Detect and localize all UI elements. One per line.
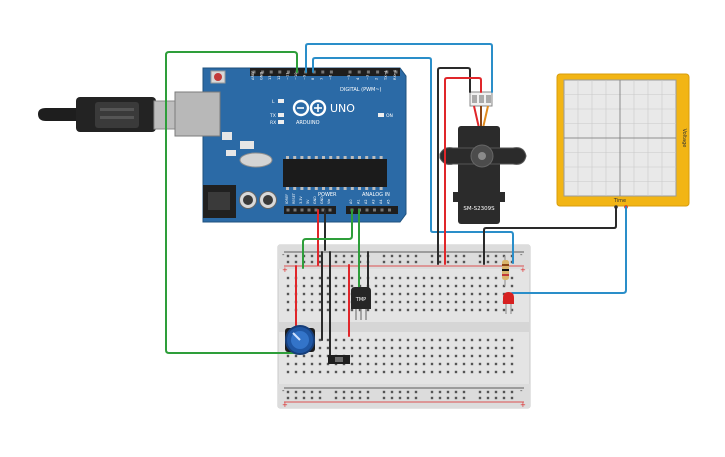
usb-cable[interactable]: [38, 97, 204, 132]
digital-pin-label: 8: [311, 77, 315, 80]
potentiometer[interactable]: [285, 325, 315, 355]
digital-pin-label: 7: [320, 78, 324, 80]
wire-black-scope[interactable]: [483, 206, 617, 265]
rx-label: RX: [270, 120, 276, 126]
analog-pin-label: A3: [372, 200, 376, 204]
digital-pin-label: ~11: [285, 72, 289, 80]
oscilloscope[interactable]: Time Voltage: [556, 73, 690, 209]
analog-pin-label: A4: [379, 200, 383, 204]
wires[interactable]: [165, 43, 627, 359]
digital-pin-label: 2: [375, 78, 379, 80]
digital-pin-label: GND: [260, 72, 264, 80]
power-pin-label: GND: [320, 196, 324, 204]
resistor[interactable]: [502, 256, 509, 286]
digital-pin-label: RX←0: [393, 69, 397, 80]
digital-pin-label: AREF: [251, 71, 255, 80]
usb-port: [174, 91, 221, 137]
digital-pin-label: ~6: [328, 74, 332, 80]
svg-text:-: -: [520, 251, 523, 259]
svg-text:+: +: [520, 266, 526, 274]
digital-pin-label: 12: [277, 75, 281, 80]
digital-pin-label: ~5: [347, 75, 351, 80]
red-led[interactable]: [503, 292, 514, 314]
power-pin-label: IOREF: [285, 194, 289, 204]
analog-header-label: ANALOG IN: [362, 192, 390, 198]
analog-pin-label: A2: [364, 200, 368, 204]
analog-pin-label: A5: [387, 200, 391, 204]
tmp-label: TMP: [355, 297, 366, 303]
arduino-uno-board[interactable]: DIGITAL (PWM~) AREF GND 13 12 ~11 ~10 ~9 8 7 ~6 ~5…: [174, 67, 407, 223]
svg-text:-: -: [282, 251, 285, 259]
digital-header-label: DIGITAL (PWM~): [340, 87, 382, 93]
board-name: UNO: [330, 102, 355, 115]
digital-pin-label: 13: [268, 75, 272, 80]
servo-model: SM-S2309S: [463, 206, 495, 212]
digital-pin-label: ~10: [294, 72, 298, 80]
digital-pin-label: ~3: [365, 75, 369, 80]
breadboard[interactable]: - + - + - + - +: [277, 244, 531, 409]
temperature-sensor[interactable]: TMP: [351, 287, 371, 320]
l-led: [278, 99, 284, 103]
digital-header: [250, 68, 400, 76]
analog-header: [346, 206, 398, 214]
svg-text:+: +: [520, 401, 526, 409]
wire-blue-led[interactable]: [511, 206, 627, 294]
brand-label: ARDUINO: [296, 120, 320, 126]
power-header-label: POWER: [318, 192, 337, 198]
digital-pin-label: 4: [356, 77, 360, 80]
time-label: Time: [613, 198, 626, 204]
crystal: [239, 152, 273, 168]
wire-red-servo[interactable]: [444, 77, 482, 265]
analog-pin-label: A0: [349, 200, 353, 204]
svg-text:-: -: [282, 387, 285, 395]
power-led: [378, 113, 384, 117]
wire-blue-servo[interactable]: [312, 57, 514, 264]
tx-label: TX: [269, 113, 276, 119]
l-label: L: [272, 99, 275, 105]
digital-pin-label: TX→1: [384, 70, 388, 81]
power-pin-label: RESET: [292, 192, 296, 204]
analog-pin-label: A1: [357, 200, 361, 204]
chip-pins: [286, 156, 383, 190]
servo-motor[interactable]: SM-S2309S: [439, 91, 527, 224]
digital-pin-label: ~9: [303, 74, 307, 80]
wire-blue-scope[interactable]: [305, 43, 493, 93]
wire-green-pot[interactable]: [165, 51, 301, 354]
wire-green-a0[interactable]: [302, 209, 353, 269]
wire-black-servo[interactable]: [437, 67, 471, 265]
on-label: ON: [386, 113, 393, 119]
power-pin-label: 5V: [306, 199, 310, 204]
svg-text:+: +: [282, 266, 288, 274]
power-pin-label: 3.3V: [299, 196, 303, 204]
slide-switch[interactable]: [328, 355, 350, 364]
voltage-label: Voltage: [681, 129, 687, 148]
svg-text:+: +: [282, 401, 288, 409]
arduino-logo: [292, 99, 327, 117]
svg-text:-: -: [520, 387, 523, 395]
power-pin-label: GND: [313, 196, 317, 204]
digital-pin-labels: AREF GND 13 12 ~11 ~10 ~9 8 7 ~6 ~5 4 ~3 2 TX→1 RX←0: [251, 69, 397, 81]
atmega-chip: [283, 159, 387, 187]
power-pin-label: Vin: [327, 199, 331, 204]
